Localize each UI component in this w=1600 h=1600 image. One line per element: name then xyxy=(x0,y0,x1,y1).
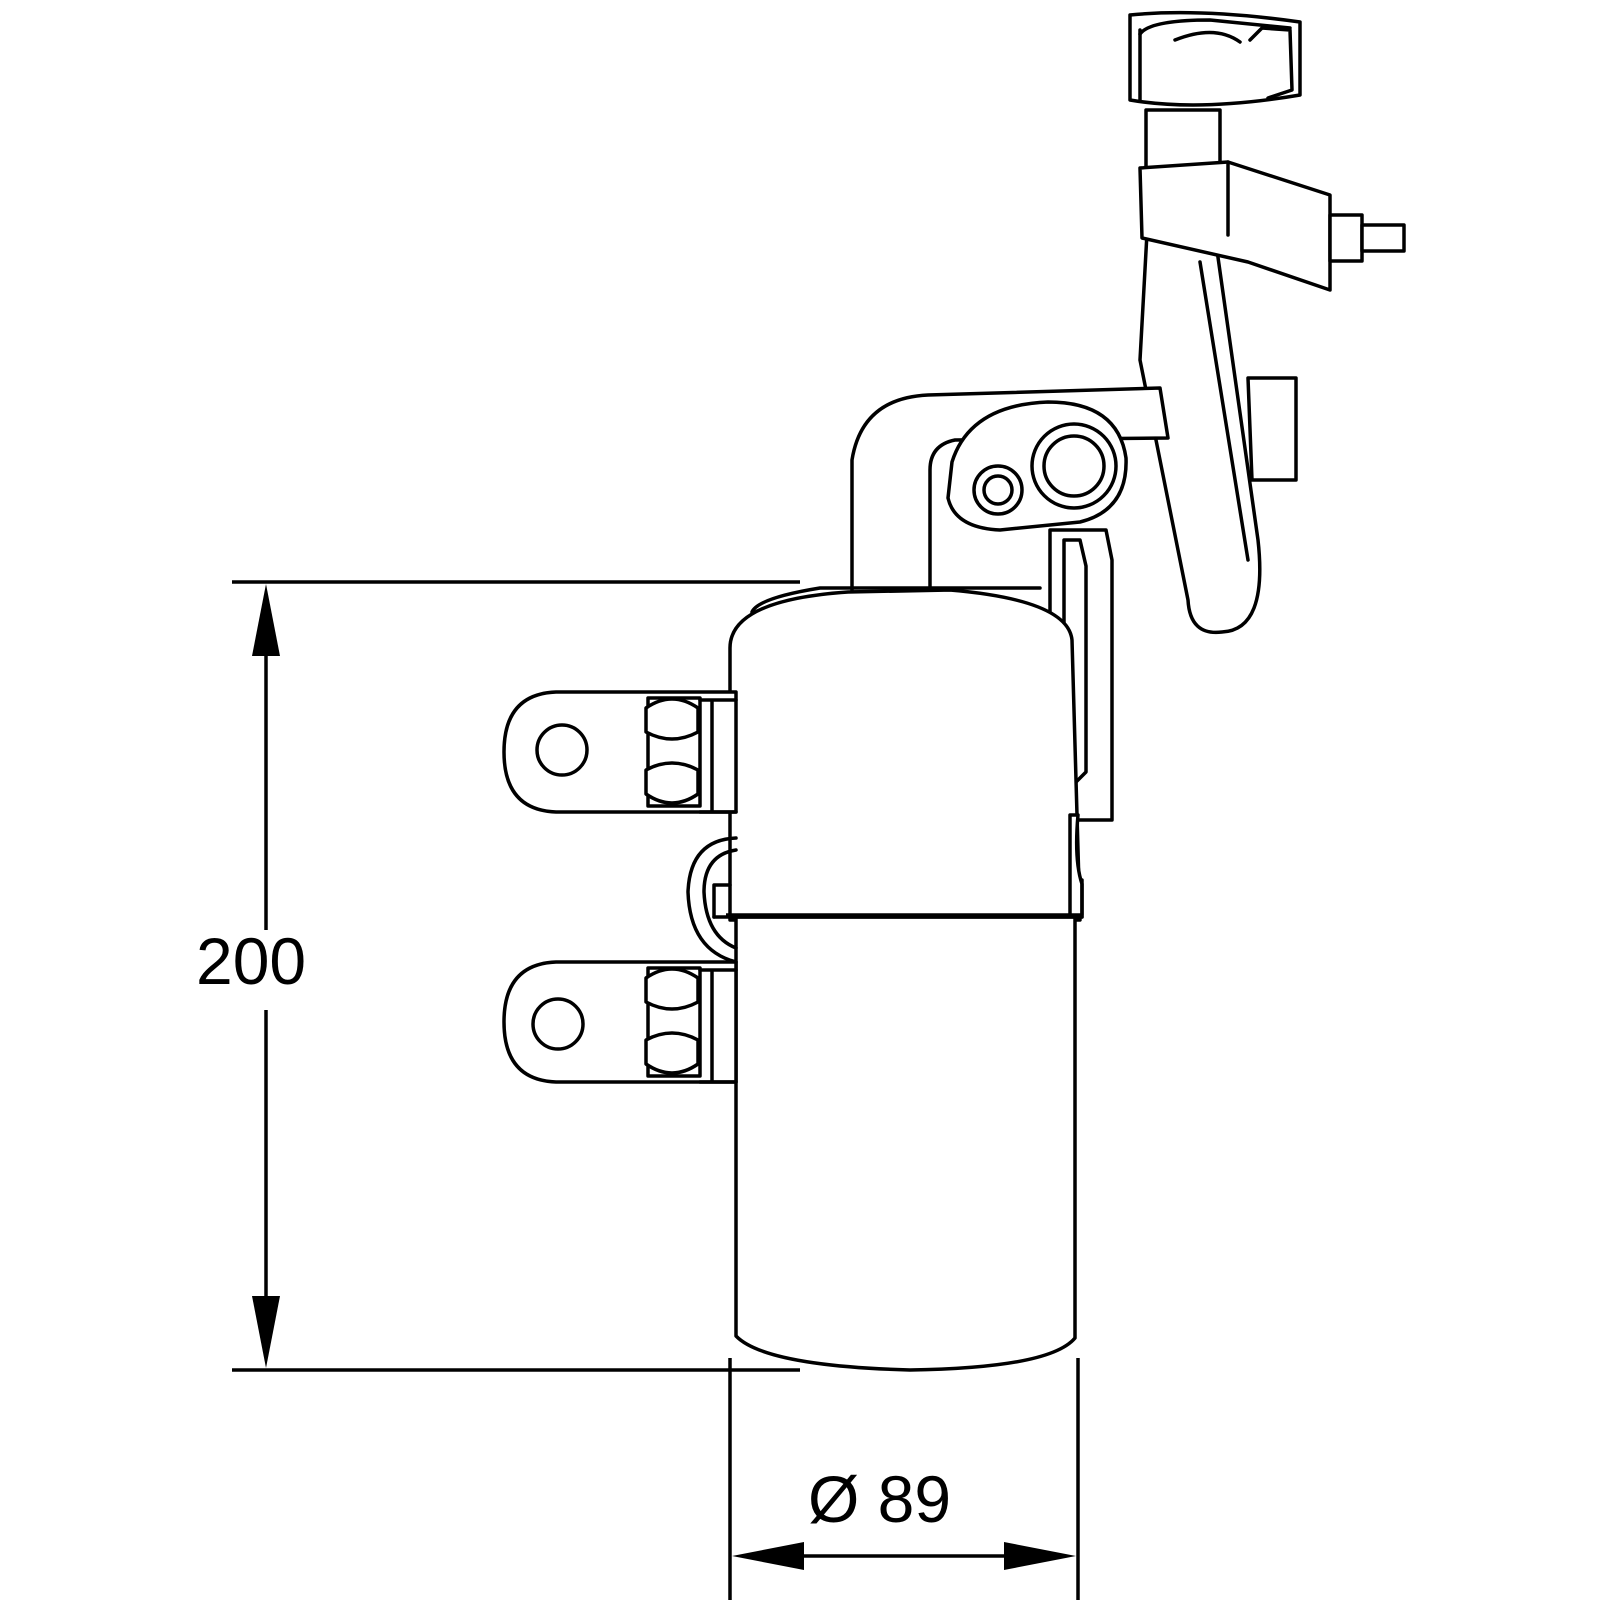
wire-clip xyxy=(686,836,738,964)
cap-assembly xyxy=(1128,10,1406,292)
outlet-pipe xyxy=(1138,213,1262,635)
height-dimension-label: 200 xyxy=(196,924,307,998)
height-dimension xyxy=(232,580,800,1372)
canister xyxy=(712,586,1084,1372)
arrow-right-icon xyxy=(1004,1542,1076,1570)
diameter-dimension xyxy=(728,1358,1080,1600)
inlet-pipe xyxy=(850,386,1170,594)
side-stub xyxy=(1246,376,1298,482)
mounting-tab-lower xyxy=(502,960,738,1084)
pipe-bracket xyxy=(946,400,1128,532)
arrow-up-icon xyxy=(252,584,280,656)
arrow-left-icon xyxy=(732,1542,804,1570)
arrow-down-icon xyxy=(252,1296,280,1368)
diameter-dimension-label: Ø 89 xyxy=(808,1462,952,1536)
mounting-tab-upper xyxy=(502,690,738,814)
